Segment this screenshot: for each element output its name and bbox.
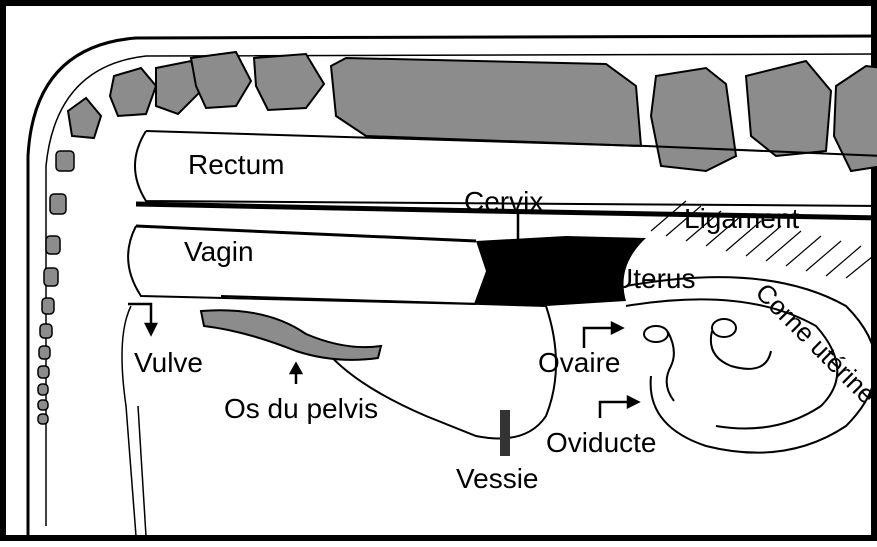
label-uterus: Uterus (613, 263, 695, 294)
label-ligament: Ligament (684, 203, 799, 234)
label-os-pelvis: Os du pelvis (224, 393, 378, 424)
ovary-coils (644, 319, 771, 401)
label-vulve: Vulve (134, 347, 203, 378)
tail-vertebrae (38, 151, 74, 424)
pelvic-bone (201, 310, 381, 360)
label-vessie: Vessie (456, 463, 539, 494)
label-oviducte: Oviducte (546, 427, 657, 458)
label-corne-uterine: Corne utérine (750, 277, 877, 410)
anatomy-diagram: Rectum Cervix Ligament Vagin Uterus Vulv… (6, 6, 877, 547)
label-rectum: Rectum (188, 149, 284, 180)
label-vagin: Vagin (184, 236, 254, 267)
label-ovaire: Ovaire (538, 347, 620, 378)
label-cervix: Cervix (464, 186, 543, 217)
